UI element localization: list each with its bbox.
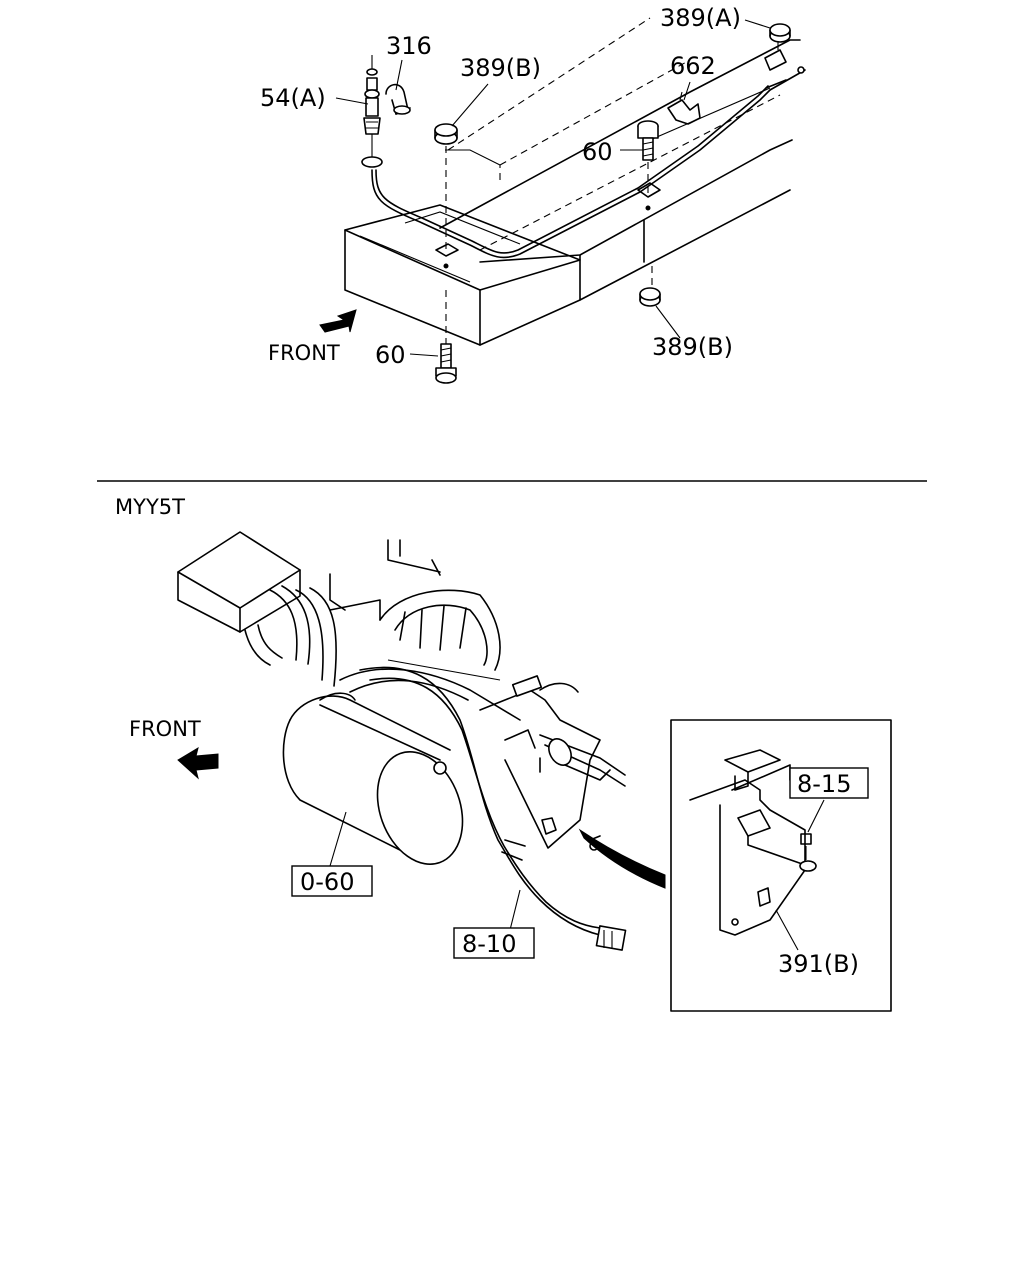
hoses	[244, 585, 337, 687]
leader-lines-top	[335, 19, 771, 357]
detail-inset	[670, 719, 892, 1012]
bolt-60-lower-icon	[435, 290, 457, 384]
starter-motor	[282, 668, 521, 865]
frame-rail	[439, 17, 801, 301]
nut-389b-bottom-icon	[639, 266, 661, 307]
model-code: MYY5T	[115, 495, 185, 519]
callout-389b-bottom: 389(B)	[652, 333, 733, 361]
harness-bracket	[479, 675, 626, 851]
callout-box-8-10	[453, 927, 535, 959]
callout-box-8-15	[789, 767, 869, 799]
callout-60-upper: 60	[582, 138, 613, 166]
cross-member	[344, 204, 581, 346]
clamp-316-icon	[385, 83, 411, 115]
callout-8-10: 8-10	[462, 930, 516, 958]
top-assembly-view: 389(A) 316 389(B) 662 54(A) 60 FRONT 60 …	[260, 4, 806, 384]
clip-662-icon	[667, 91, 701, 125]
callout-316: 316	[386, 32, 432, 60]
wire-harness-8-10	[359, 666, 627, 951]
callout-60-lower: 60	[375, 341, 406, 369]
detail-pointer-arrow	[578, 828, 666, 889]
callout-391b: 391(B)	[778, 950, 859, 978]
transmission-housing	[329, 539, 501, 681]
leader-lines-bottom	[329, 811, 521, 931]
callout-662: 662	[670, 52, 716, 80]
callout-0-60: 0-60	[300, 868, 354, 896]
sensor-54a-icon	[361, 55, 383, 168]
nut-389b-top-icon	[434, 123, 459, 269]
front-arrow-icon-bottom	[177, 746, 219, 780]
bolt-60-upper-icon	[637, 120, 661, 211]
bottom-assembly-view: MYY5T	[115, 495, 892, 1012]
front-label-bottom: FRONT	[129, 717, 201, 741]
callout-54a: 54(A)	[260, 84, 326, 112]
control-box	[177, 531, 301, 633]
nut-389a-icon	[769, 23, 791, 43]
front-arrow-icon-top	[319, 309, 357, 333]
callout-389a: 389(A)	[660, 4, 741, 32]
front-label-top: FRONT	[268, 341, 340, 365]
callout-389b-top: 389(B)	[460, 54, 541, 82]
sensor-cable	[371, 69, 806, 259]
callout-8-15: 8-15	[797, 770, 851, 798]
callout-box-0-60	[291, 865, 373, 897]
